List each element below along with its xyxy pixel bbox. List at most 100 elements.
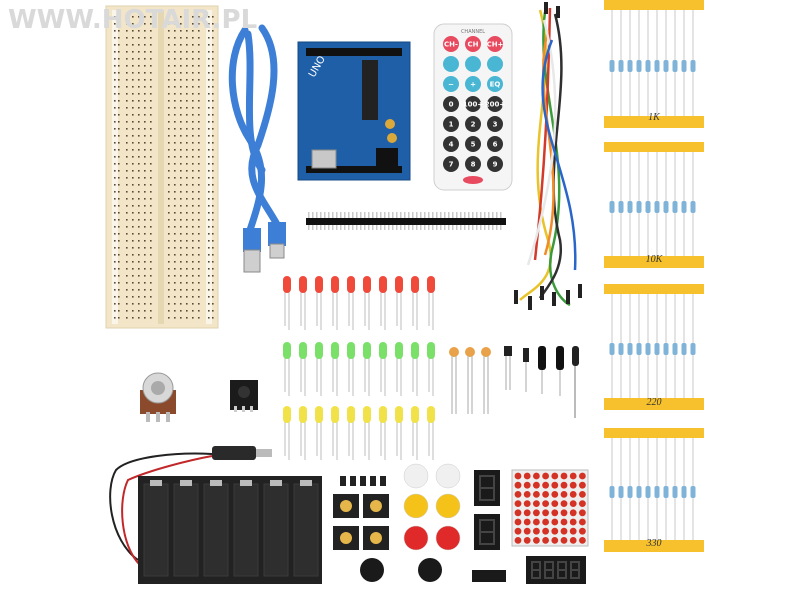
matrix-dot [560,509,568,517]
resistor [645,343,651,355]
photoresistor [449,347,459,357]
led [283,276,291,293]
matrix-dot [542,518,549,526]
resistor [654,486,660,498]
resistor-tape-top [604,428,704,438]
led [299,276,307,293]
matrix-dot [579,472,586,480]
matrix-dot [533,481,540,489]
led [379,342,387,359]
remote-row4-button [443,96,459,112]
resistor [645,60,651,72]
matrix-dot [551,491,559,498]
matrix-dot [542,537,549,544]
led [315,342,323,359]
resistor [636,60,642,72]
remote-digit-button-label: 5 [471,141,476,149]
matrix-dot [551,537,559,544]
resistor-tape-bottom [604,398,704,410]
matrix-dot [569,500,577,507]
matrix-dot [560,472,568,480]
remote-digit-button-label: 4 [449,141,454,149]
matrix-dot [542,527,549,535]
matrix-dot [579,518,586,526]
resistor [654,343,660,355]
matrix-dot [579,509,586,517]
push-buttons [333,463,461,551]
resistor [645,201,651,213]
battery-holder [109,446,322,584]
resistor-tape-top [604,0,704,10]
matrix-dot [560,537,568,544]
resistor [681,343,687,355]
remote-row3-button-label: EQ [490,81,501,89]
resistor [672,60,678,72]
resistor [627,486,633,498]
resistor [636,486,642,498]
breadboard [105,5,219,329]
resistor [690,486,696,498]
resistor [672,201,678,213]
photoresistor [465,347,475,357]
remote-digit-button [443,156,459,172]
remote-media-button [465,56,481,72]
resistor [663,201,669,213]
button-cap [435,493,461,519]
matrix-dot [523,472,531,480]
sensors [449,346,579,418]
matrix-dot [514,518,522,526]
remote-digit-button [465,136,481,152]
remote-row1-button [443,36,459,52]
usb-cable [228,24,286,273]
led-matrix [511,469,589,547]
matrix-dot [533,472,540,480]
resistor [654,201,660,213]
matrix-dot [579,537,586,544]
matrix-dot [560,518,568,526]
battery-slot [293,483,319,577]
resistor [672,486,678,498]
remote-row3-button [487,76,503,92]
matrix-dot [560,491,568,498]
resistor-value-label: 330 [646,538,662,549]
remote-digit-button-label: 8 [471,161,476,169]
matrix-dot [569,537,577,544]
resistor-tape-top [604,284,704,294]
led [395,406,403,423]
remote-digit-button-label: 1 [449,121,454,129]
matrix-dot [551,500,559,507]
remote-row4-button-label: 100+ [463,101,484,109]
led [331,342,339,359]
led [363,406,371,423]
matrix-dot [560,500,568,507]
resistor-tape-bottom [604,116,704,128]
button-cap [403,463,429,489]
matrix-dot [523,527,531,535]
remote-header: CHANNEL [461,29,485,35]
matrix-dot [569,518,577,526]
remote-row4-button-label: 0 [449,101,454,109]
led [347,406,355,423]
arduino-uno-board: UNO [297,41,411,181]
resistor [618,201,624,213]
remote-digit-button [487,156,503,172]
matrix-dot [569,481,577,489]
remote-digit-button-label: 6 [493,141,498,149]
battery-slot [143,483,169,577]
led [299,342,307,359]
led [395,342,403,359]
resistor [672,343,678,355]
matrix-dot [533,500,540,507]
remote-digit-button [465,116,481,132]
matrix-dot [514,472,522,480]
matrix-dot [542,472,549,480]
remote-media-button [443,56,459,72]
led [379,276,387,293]
matrix-dot [514,537,522,544]
matrix-dot [560,527,568,535]
matrix-dot [579,527,586,535]
led [283,406,291,423]
matrix-dot [523,518,531,526]
